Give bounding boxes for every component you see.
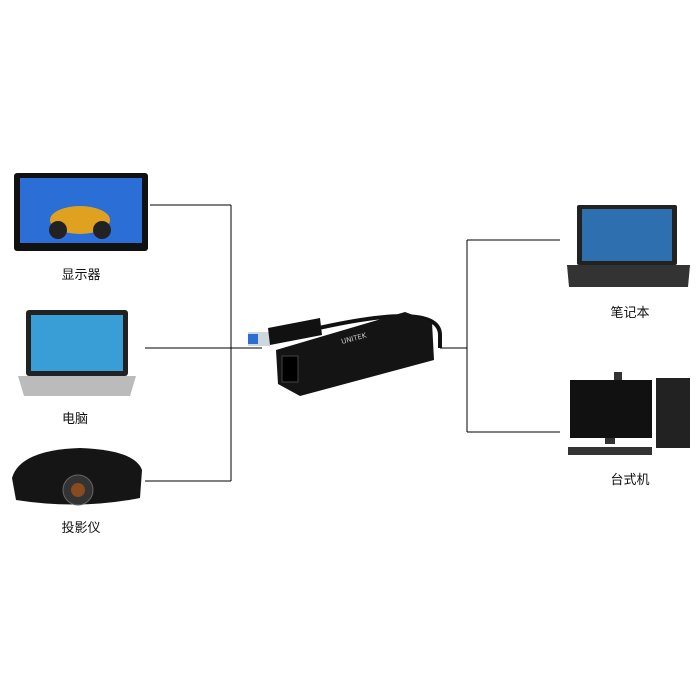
label-pc: 电脑 [61,412,88,427]
monitor-icon [14,173,148,251]
label-monitor: 显示器 [61,268,101,283]
label-projector: 投影仪 [61,521,101,536]
connector-lines [145,204,560,482]
label-notebook: 笔记本 [610,306,650,321]
notebook-icon [567,205,690,287]
desktop-icon [568,372,690,455]
label-desktop: 台式机 [610,473,650,488]
projector-icon [12,448,142,506]
usb-display-adapter-icon: UNITEK [248,312,442,396]
laptop-icon [18,310,136,396]
